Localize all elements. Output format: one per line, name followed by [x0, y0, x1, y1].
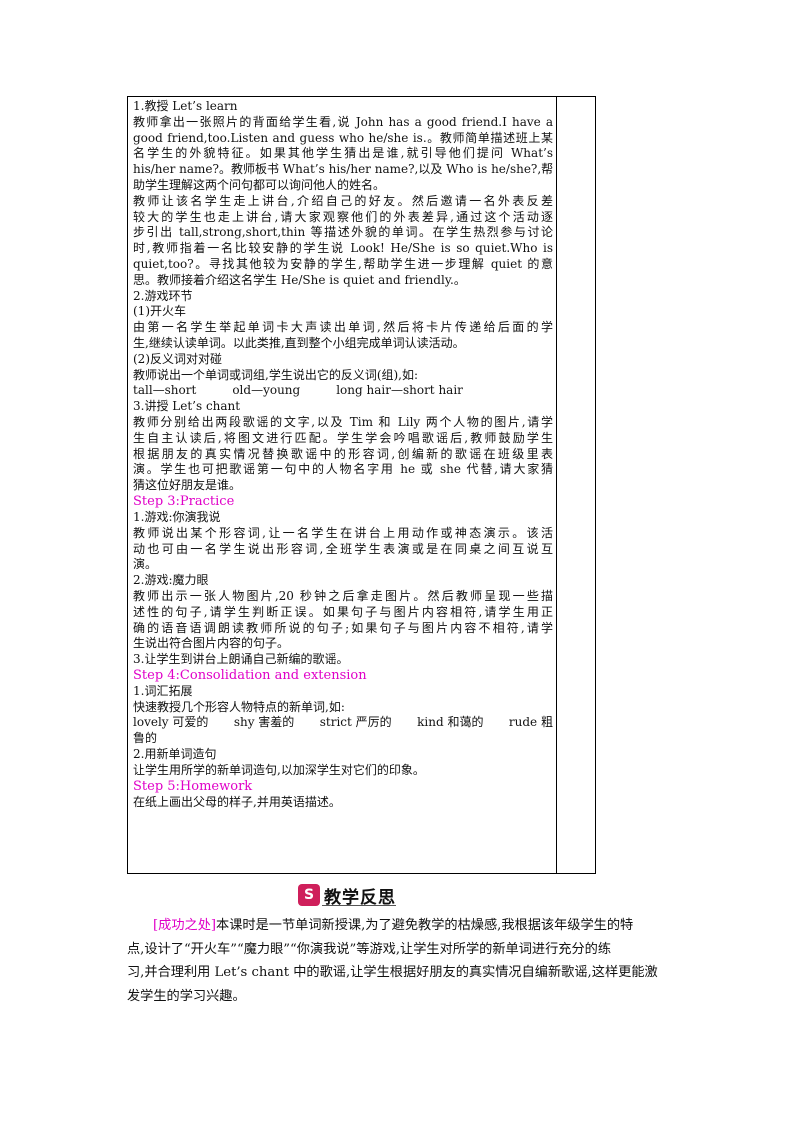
vocab-item: rude 粗: [508, 715, 553, 730]
text-line: 3.讲授 Let’s chant: [133, 399, 241, 414]
text-line: (1)开火车: [133, 304, 186, 319]
procedure-column: 1.教授 Let’s learn 教师拿出一张照片的背面给学生看,说 John …: [133, 99, 553, 810]
vocab-item: kind 和蔼的: [417, 715, 484, 730]
text-line: 思。教师接着介绍这名学生 He/She is quiet and friendl…: [133, 272, 466, 287]
text-line: 1.教授 Let’s learn: [133, 99, 238, 113]
reflection-title: 教学反思: [324, 887, 396, 908]
vocab-line: lovely 可爱的 shy 害羞的 strict 严厉的 kind 和蔼的 rude …: [133, 715, 553, 731]
text-line: 在纸上画出父母的样子,并用英语描述。: [133, 794, 341, 809]
antonym-line: tall—short old—young long hair—short hair: [133, 383, 553, 399]
text-line: 动也可由一名学生说出形容词,全班学生表演或是在同桌之间互说互: [133, 541, 553, 556]
text-line: 3.让学生到讲台上朗诵自己新编的歌谣。: [133, 652, 349, 667]
text-line: 教师说出一个单词或词组,学生说出它的反义词(组),如:: [133, 367, 419, 382]
reflection-paragraph: [成功之处]本课时是一节单词新授课,为了避免教学的枯燥感,我根据该年级学生的特 …: [127, 914, 672, 1008]
text-line: 让学生用所学的新单词造句,以加深学生对它们的印象。: [133, 762, 425, 777]
text-line: 演。: [133, 557, 158, 572]
text-line: 2.游戏环节: [133, 288, 193, 303]
text-line: 述性的句子,请学生判断正误。如果句子与图片内容相符,请学生用正: [133, 604, 553, 619]
success-tag: [成功之处]: [153, 918, 217, 933]
text-line: 教师出示一张人物图片,20 秒钟之后拿走图片。然后教师呈现一些描: [133, 588, 553, 603]
column-divider: [556, 97, 557, 873]
text-line: 猜这位好朋友是谁。: [133, 478, 242, 493]
step-4-heading: Step 4:Consolidation and extension: [133, 667, 367, 683]
text-line: 习,并合理利用 Let’s chant 中的歌谣,让学生根据好朋友的真实情况自编…: [127, 965, 658, 980]
first-line-text: 本课时是一节单词新授课,为了避免教学的枯燥感,我根据该年级学生的特: [216, 918, 634, 933]
text-line: 演。学生也可把歌谣第一句中的人物名字用 he 或 she 代替,请大家猜: [133, 462, 553, 477]
text-line: 点,设计了“开火车”“魔力眼”“你演我说”等游戏,让学生对所学的新单词进行充分的…: [127, 941, 612, 957]
text-line: 步引出 tall,strong,short,thin 等描述外貌的单词。在学生热…: [133, 225, 553, 240]
text-line: 助学生理解这两个问句都可以询问他人的姓名。: [133, 177, 386, 192]
text-line: 教师分别给出两段歌谣的文字,以及 Tim 和 Lily 两个人物的图片,请学: [133, 414, 553, 429]
text-line: 发学生的学习兴趣。: [127, 988, 246, 1004]
text-line: quiet,too?。寻找其他较为安静的学生,帮助学生进一步理解 quiet 的…: [133, 256, 553, 271]
antonym-item: long hair—short hair: [336, 383, 463, 398]
step-5-heading: Step 5:Homework: [133, 778, 253, 794]
text-line: (2)反义词对对碰: [133, 351, 222, 366]
text-line: 1.词汇拓展: [133, 683, 193, 698]
text-line: 2.用新单词造句: [133, 747, 217, 762]
text-line: his/her name?。教师板书 What’s his/her name?,…: [133, 162, 553, 177]
text-line: 根据朋友的真实情况替换歌谣中的形容词,创编新的歌谣在班级里表: [133, 446, 553, 461]
text-line: 教师拿出一张照片的背面给学生看,说 John has a good friend…: [133, 114, 553, 129]
text-line: 生自主认读后,将图文进行匹配。学生学会吟唱歌谣后,教师鼓励学生: [133, 430, 553, 445]
antonym-item: tall—short: [133, 383, 197, 398]
text-line: 快速教授几个形容人物特点的新单词,如:: [133, 699, 345, 714]
text-line: 鲁的: [133, 731, 158, 746]
text-line: 名学生的外貌特征。如果其他学生猜出是谁,就引导他们提问 What’s: [133, 146, 553, 161]
text-line: 时,教师指着一名比较安静的学生说 Look! He/She is so quie…: [133, 241, 553, 256]
antonym-item: old—young: [232, 383, 301, 398]
text-line: 由第一名学生举起单词卡大声读出单词,然后将卡片传递给后面的学: [133, 320, 553, 335]
text-line: 较大的学生也走上讲台,请大家观察他们的外表差异,通过这个活动逐: [133, 209, 553, 224]
step-3-heading: Step 3:Practice: [133, 493, 235, 509]
text-line: 确的语音语调朗读教师所说的句子;如果句子与图片内容不相符,请学: [133, 620, 553, 635]
lesson-table: 1.教授 Let’s learn 教师拿出一张照片的背面给学生看,说 John …: [127, 96, 596, 874]
text-line: 2.游戏:魔力眼: [133, 573, 209, 588]
vocab-item: lovely 可爱的: [133, 715, 209, 730]
text-line: 教师让该名学生走上讲台,介绍自己的好友。然后邀请一名外表反差: [133, 193, 553, 208]
reflection-logo-icon: S: [298, 884, 320, 906]
text-line: 教师说出某个形容词,让一名学生在讲台上用动作或神态演示。该活: [133, 525, 553, 540]
text-line: 1.游戏:你演我说: [133, 509, 221, 524]
vocab-item: strict 严厉的: [319, 715, 392, 730]
text-line: 生说出符合图片内容的句子。: [133, 636, 290, 651]
text-line: 生,继续认读单词。以此类推,直到整个小组完成单词认读活动。: [133, 335, 465, 350]
text-line: [成功之处]本课时是一节单词新授课,为了避免教学的枯燥感,我根据该年级学生的特: [127, 914, 672, 938]
heading-underline: [322, 905, 396, 906]
text-line: good friend,too.Listen and guess who he/…: [133, 130, 553, 145]
reflection-heading: S 教学反思: [298, 883, 396, 908]
vocab-item: shy 害羞的: [233, 715, 295, 730]
